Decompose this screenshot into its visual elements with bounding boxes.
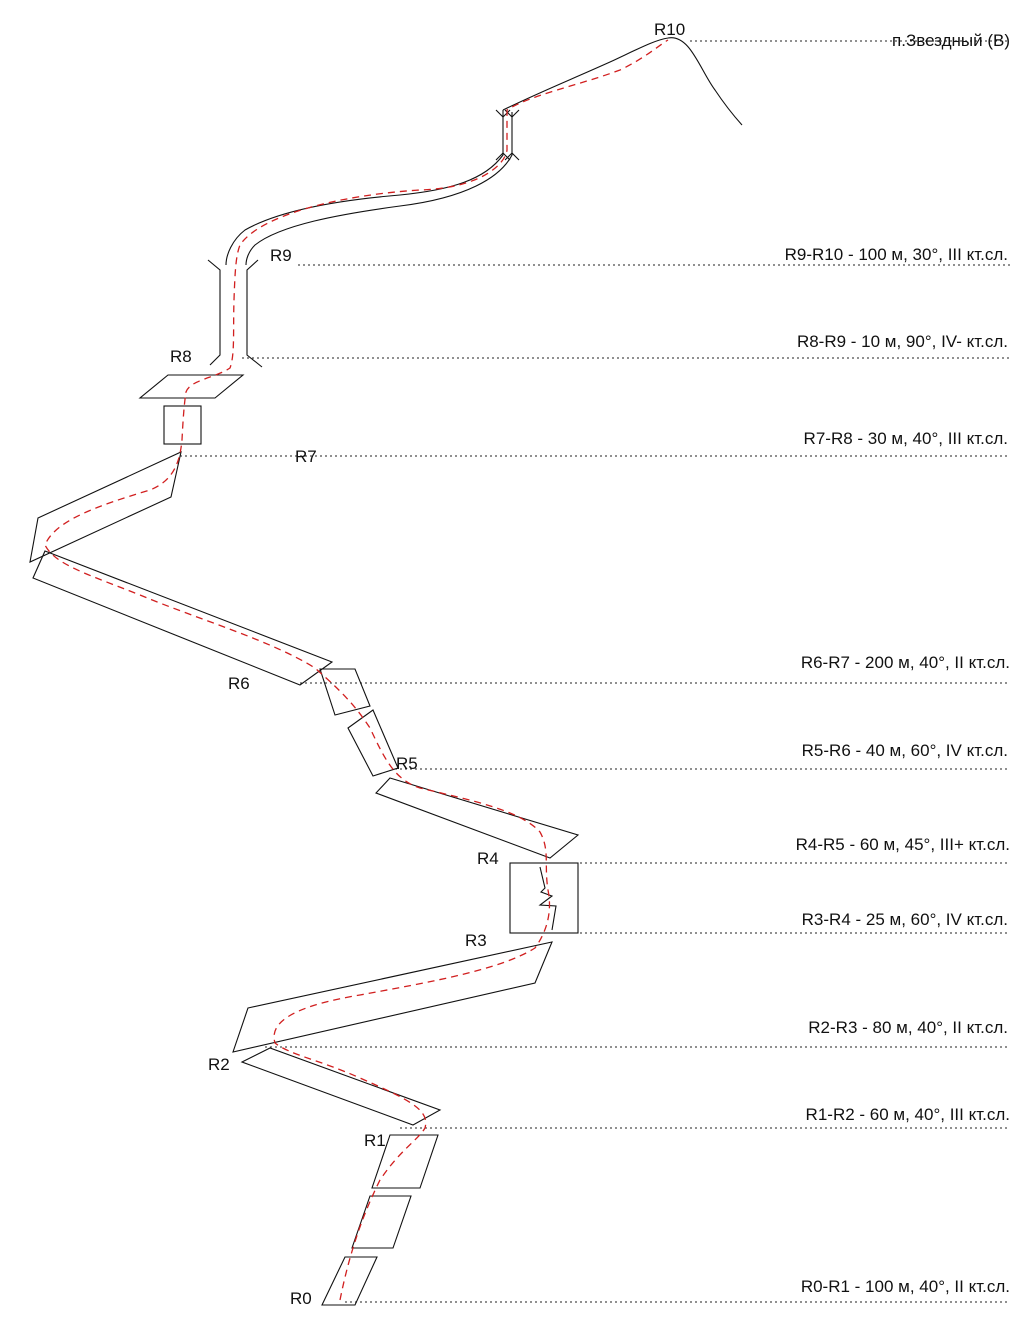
ledge-r8 bbox=[138, 374, 245, 399]
crack-r3-r4 bbox=[538, 866, 557, 931]
station-label-r3: R3 bbox=[465, 931, 487, 950]
slab-r2-r3 bbox=[232, 941, 553, 1053]
terrain-outlines bbox=[29, 37, 743, 1306]
block-r7-r8 bbox=[163, 405, 202, 445]
wall-r8-r9-left bbox=[207, 259, 221, 366]
pitch-label-r9-r10: R9-R10 - 100 м, 30°, III кт.сл. bbox=[785, 245, 1008, 264]
pitch-label-r4-r5: R4-R5 - 60 м, 45°, III+ кт.сл. bbox=[796, 835, 1010, 854]
slab-r7-upper bbox=[29, 451, 182, 563]
block-r0-r1-bottom bbox=[321, 1256, 378, 1306]
pitch-labels: п.Звездный (В) R9-R10 - 100 м, 30°, III … bbox=[785, 31, 1010, 1296]
station-label-r0: R0 bbox=[290, 1289, 312, 1308]
leader-lines bbox=[180, 40, 1010, 1303]
pitch-label-r0-r1: R0-R1 - 100 м, 40°, II кт.сл. bbox=[801, 1277, 1010, 1296]
pitch-label-r5-r6: R5-R6 - 40 м, 60°, IV кт.сл. bbox=[802, 741, 1008, 760]
slab-r4-r5 bbox=[375, 777, 580, 859]
pitch-label-r3-r4: R3-R4 - 25 м, 60°, IV кт.сл. bbox=[802, 910, 1008, 929]
station-label-r1: R1 bbox=[364, 1131, 386, 1150]
station-label-r5: R5 bbox=[396, 754, 418, 773]
pitch-label-r1-r2: R1-R2 - 60 м, 40°, III кт.сл. bbox=[806, 1105, 1010, 1124]
summit-ridge bbox=[502, 37, 743, 126]
station-label-r10: R10 bbox=[654, 20, 685, 39]
station-label-r7: R7 bbox=[295, 447, 317, 466]
pitch-label-r7-r8: R7-R8 - 30 м, 40°, III кт.сл. bbox=[804, 429, 1008, 448]
block-r5-r6-upper bbox=[319, 668, 371, 716]
route-line bbox=[44, 39, 669, 1301]
chimney-pinch-upper bbox=[495, 109, 520, 161]
slab-r6-r7-long bbox=[32, 550, 334, 686]
block-r5-r6-lower bbox=[347, 709, 399, 777]
summit-name-label: п.Звездный (В) bbox=[892, 31, 1010, 50]
station-label-r9: R9 bbox=[270, 246, 292, 265]
pitch-label-r6-r7: R6-R7 - 200 м, 40°, II кт.сл. bbox=[801, 653, 1010, 672]
station-label-r4: R4 bbox=[477, 849, 499, 868]
slab-r1-r2 bbox=[240, 1047, 442, 1126]
pitch-label-r8-r9: R8-R9 - 10 м, 90°, IV- кт.сл. bbox=[797, 332, 1008, 351]
station-label-r8: R8 bbox=[170, 347, 192, 366]
block-r3-r4 bbox=[509, 862, 579, 934]
pitch-label-r2-r3: R2-R3 - 80 м, 40°, II кт.сл. bbox=[808, 1018, 1008, 1037]
station-label-r6: R6 bbox=[228, 674, 250, 693]
station-label-r2: R2 bbox=[208, 1055, 230, 1074]
station-labels: R10 R9 R8 R7 R6 R5 R4 R3 R2 R1 R0 bbox=[170, 20, 685, 1308]
wall-r8-r9-right bbox=[246, 259, 263, 368]
block-r0-r1-top bbox=[371, 1134, 439, 1189]
upper-gully-wall-right bbox=[245, 112, 513, 266]
block-r0-r1-middle bbox=[351, 1195, 412, 1249]
upper-gully-wall-left bbox=[225, 110, 504, 266]
